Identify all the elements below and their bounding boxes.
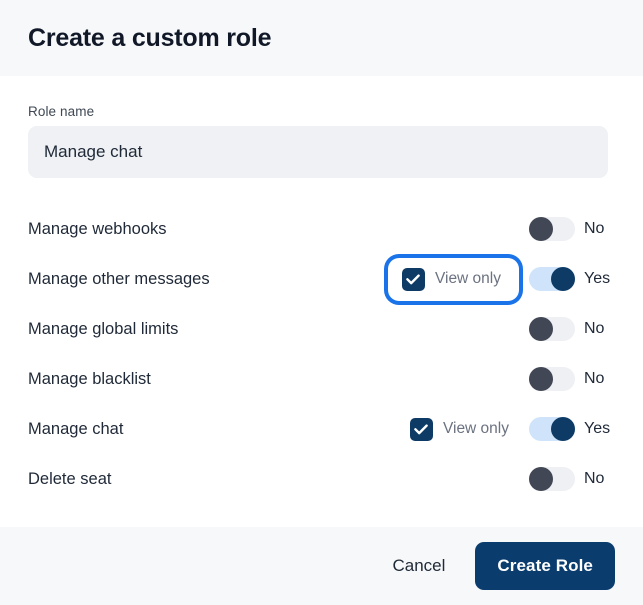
permission-row: Manage blacklist No [28,354,615,404]
permission-toggle-cluster: Yes [529,417,615,441]
permission-toggle-cluster: No [529,467,615,491]
toggle-state-text: No [584,320,605,337]
role-name-input[interactable] [28,126,608,178]
permission-row: Manage webhooks No [28,204,615,254]
permission-label: Manage webhooks [28,219,167,238]
permission-toggle-cluster: Yes [529,267,615,291]
toggle-knob [551,267,575,291]
check-icon [414,423,429,435]
permission-row: Manage global limits No [28,304,615,354]
permission-label: Manage other messages [28,269,210,288]
permission-label: Delete seat [28,469,112,488]
dialog-header: Create a custom role [0,0,643,76]
toggle-knob [529,317,553,341]
role-name-field-group: Role name [28,104,615,178]
view-only-control[interactable]: View only [387,257,519,301]
view-only-label: View only [434,270,501,287]
permission-row: Manage other messages View only Yes [28,254,615,304]
permission-toggle[interactable] [529,317,575,341]
toggle-knob [529,217,553,241]
permission-label: Manage global limits [28,319,179,338]
view-only-label: View only [442,420,509,437]
toggle-state-text: Yes [584,270,611,287]
permission-toggle[interactable] [529,467,575,491]
toggle-state-text: No [584,470,605,487]
permission-toggle[interactable] [529,267,575,291]
toggle-state-text: Yes [584,420,611,437]
permission-row: Delete seat No [28,454,615,504]
permission-controls: No [529,454,615,504]
permission-controls: View only Yes [398,404,615,454]
toggle-knob [529,367,553,391]
permission-controls: No [529,354,615,404]
permission-label: Manage chat [28,419,124,438]
permission-toggle[interactable] [529,367,575,391]
check-icon [406,273,421,285]
create-role-button[interactable]: Create Role [475,542,615,590]
view-only-checkbox[interactable] [401,267,425,291]
permission-row: Manage chat View only Yes [28,404,615,454]
permission-controls: No [529,204,615,254]
permission-toggle-cluster: No [529,317,615,341]
permission-label: Manage blacklist [28,369,151,388]
permission-controls: View only Yes [387,254,615,304]
toggle-knob [529,467,553,491]
permission-toggle[interactable] [529,217,575,241]
role-name-label: Role name [28,104,95,119]
page-title: Create a custom role [28,24,272,52]
permission-controls: No [529,304,615,354]
permission-toggle-cluster: No [529,217,615,241]
dialog-footer: Cancel Create Role [0,527,643,605]
view-only-checkbox[interactable] [409,417,433,441]
permission-toggle[interactable] [529,417,575,441]
toggle-knob [551,417,575,441]
cancel-button[interactable]: Cancel [384,546,453,586]
toggle-state-text: No [584,220,605,237]
view-only-control[interactable]: View only [398,410,521,449]
permission-toggle-cluster: No [529,367,615,391]
toggle-state-text: No [584,370,605,387]
